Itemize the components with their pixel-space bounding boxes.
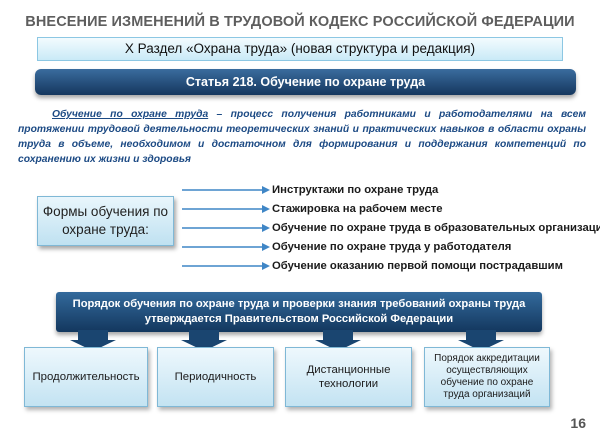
distance-tech-line1: Дистанционные (306, 364, 391, 376)
distance-tech-line2: технологии (318, 378, 379, 390)
forms-list: Инструктажи по охране труда Стажировка н… (272, 181, 600, 276)
accreditation-line1: Порядок аккредитации (434, 353, 540, 364)
right-arrow-icon (182, 186, 270, 194)
down-arrow-icon (70, 330, 116, 351)
down-arrow-icon (458, 330, 504, 351)
definition-paragraph: Обучение по охране труда – процесс получ… (18, 107, 586, 167)
page-number: 16 (570, 415, 586, 431)
down-arrow-icon (315, 330, 361, 351)
definition-term: Обучение по охране труда (52, 109, 209, 120)
forms-box-label-line1: Формы обучения по (42, 204, 169, 219)
forms-list-item: Обучение по охране труда в образовательн… (272, 222, 600, 234)
forms-list-item: Инструктажи по охране труда (272, 184, 439, 196)
page-title: ВНЕСЕНИЕ ИЗМЕНЕНИЙ В ТРУДОВОЙ КОДЕКС РОС… (25, 14, 575, 30)
down-arrow-icon (181, 330, 227, 351)
forms-list-item: Стажировка на рабочем месте (272, 203, 443, 215)
duration-box: Продолжительность (24, 347, 148, 407)
right-arrow-icon (182, 262, 270, 270)
section-banner: X Раздел «Охрана труда» (новая структура… (37, 37, 563, 61)
order-line1: Порядок обучения по охране труда и прове… (72, 298, 526, 310)
distance-tech-box: Дистанционные технологии (285, 347, 412, 407)
duration-label: Продолжительность (32, 371, 140, 383)
definition-text: – процесс получения работниками и работо… (18, 109, 586, 165)
accreditation-line4: труда организаций (443, 389, 531, 400)
forms-list-item: Обучение оказанию первой помощи пострада… (272, 260, 563, 272)
forms-box-label-line2: охране труда: (62, 222, 149, 237)
periodicity-box: Периодичность (157, 347, 274, 407)
article-banner: Статья 218. Обучение по охране труда (35, 69, 576, 95)
forms-list-item: Обучение по охране труда у работодателя (272, 241, 512, 253)
forms-arrows (182, 186, 270, 270)
accreditation-line3: обучение по охране (440, 377, 534, 388)
down-arrows (70, 330, 504, 351)
order-line2: утверждается Правительством Российской Ф… (144, 313, 454, 325)
forms-box: Формы обучения по охране труда: (37, 196, 174, 246)
right-arrow-icon (182, 224, 270, 232)
accreditation-box: Порядок аккредитации осуществляющих обуч… (424, 347, 550, 407)
order-banner: Порядок обучения по охране труда и прове… (56, 292, 542, 332)
right-arrow-icon (182, 243, 270, 251)
accreditation-line2: осуществляющих (446, 365, 528, 376)
periodicity-label: Периодичность (174, 371, 257, 383)
right-arrow-icon (182, 205, 270, 213)
